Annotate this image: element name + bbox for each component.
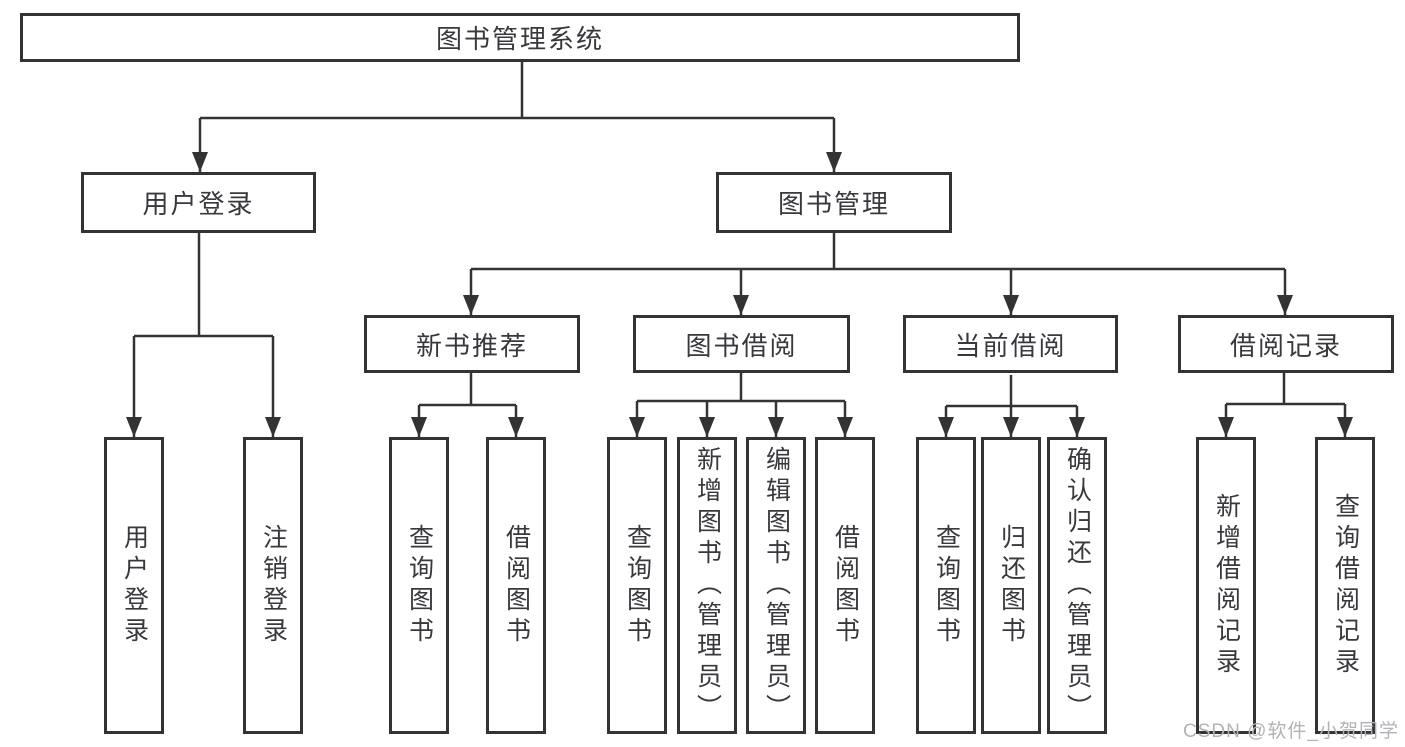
node-label: 查询图书 (932, 523, 961, 648)
leaf-user-login: 用户登录 (104, 437, 164, 734)
node-label: 图书管理 (777, 189, 890, 219)
leaf-recommend-borrow-books: 借阅图书 (486, 437, 546, 734)
leaf-logout-login: 注销登录 (243, 437, 303, 734)
node-borrowing-records: 借阅记录 (1178, 315, 1394, 373)
leaf-current-confirm-return-admin: 确认归还（管理员） (1047, 437, 1107, 734)
node-user-login: 用户登录 (81, 172, 316, 233)
node-label: 借阅图书 (502, 523, 531, 648)
node-book-management: 图书管理 (716, 172, 952, 233)
node-label: 查询图书 (405, 523, 434, 648)
node-label: 编辑图书（管理员） (762, 446, 791, 725)
leaf-borrowing-add-books-admin: 新增图书（管理员） (677, 437, 737, 734)
node-new-book-recommendation: 新书推荐 (364, 315, 580, 373)
node-label: 注销登录 (259, 523, 288, 648)
node-label: 用户登录 (120, 523, 149, 648)
node-book-borrowing: 图书借阅 (633, 315, 850, 373)
node-label: 当前借阅 (954, 330, 1067, 361)
node-label: 查询借阅记录 (1331, 492, 1360, 679)
node-label: 图书管理系统 (435, 24, 604, 54)
node-label: 用户登录 (142, 189, 255, 219)
node-label: 归还图书 (997, 523, 1026, 648)
leaf-borrowing-query-books: 查询图书 (607, 437, 667, 734)
node-label: 查询图书 (623, 523, 652, 648)
leaf-current-query-books: 查询图书 (916, 437, 976, 734)
node-label: 图书借阅 (685, 330, 798, 361)
leaf-records-query-borrow-record: 查询借阅记录 (1315, 437, 1375, 734)
node-label: 新增图书（管理员） (693, 446, 722, 725)
node-label: 新书推荐 (415, 330, 528, 361)
leaf-records-add-borrow-record: 新增借阅记录 (1196, 437, 1256, 734)
node-label: 借阅记录 (1229, 330, 1342, 361)
csdn-watermark: CSDN @软件_小贺同学 (1183, 721, 1399, 742)
node-label: 确认归还（管理员） (1063, 446, 1092, 725)
node-label: 借阅图书 (831, 523, 860, 648)
node-label: 新增借阅记录 (1212, 492, 1241, 679)
leaf-borrowing-borrow-books: 借阅图书 (815, 437, 875, 734)
leaf-recommend-query-books: 查询图书 (389, 437, 449, 734)
node-current-borrowing: 当前借阅 (903, 315, 1118, 373)
node-library-system: 图书管理系统 (20, 13, 1020, 62)
leaf-current-return-books: 归还图书 (981, 437, 1041, 734)
leaf-borrowing-edit-books-admin: 编辑图书（管理员） (746, 437, 806, 734)
